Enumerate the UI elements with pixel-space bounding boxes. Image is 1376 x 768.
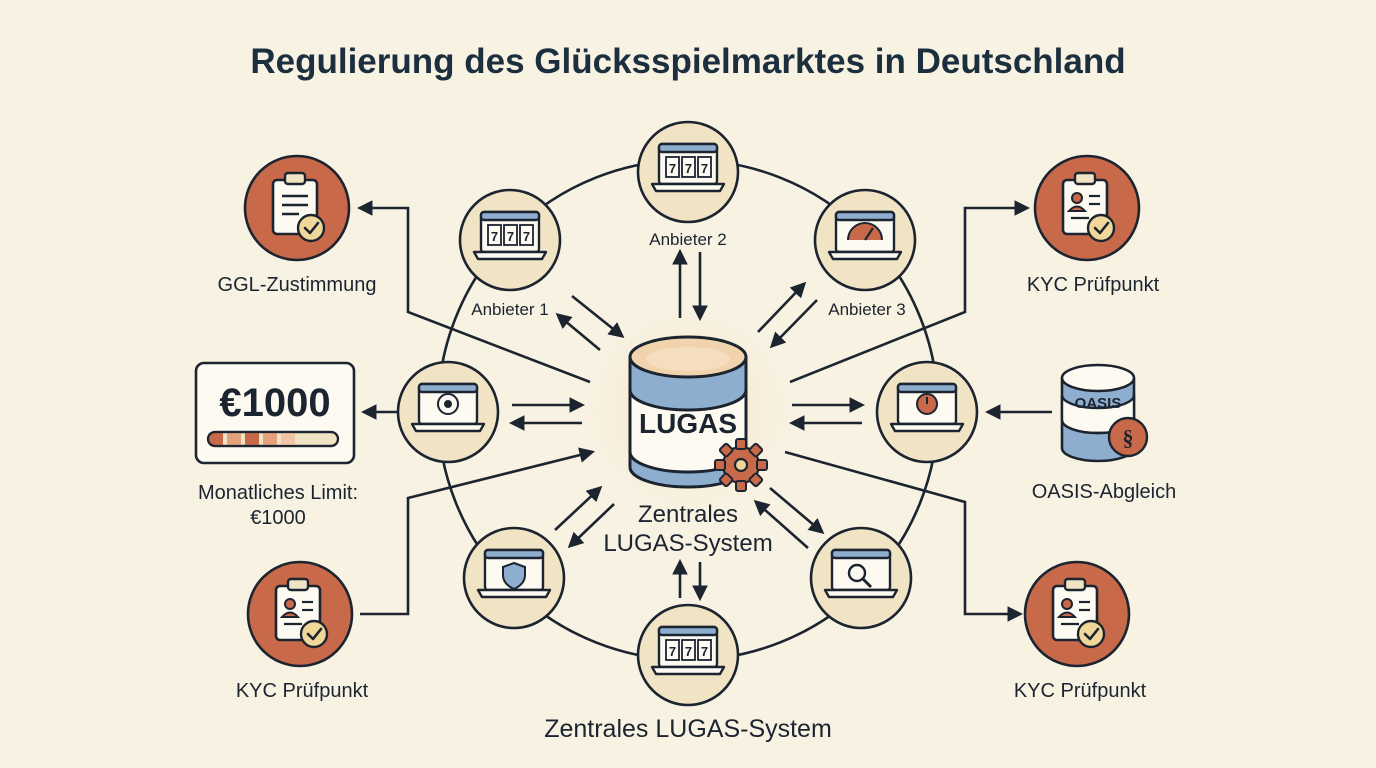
bottom-left-provider-node (462, 526, 566, 630)
right-provider-node (875, 360, 979, 464)
kyc-top-right-label: KYC Prüfpunkt (1027, 274, 1160, 296)
lugas-database-icon (628, 335, 748, 489)
arrow-br-in (753, 499, 809, 549)
provider-2-node (636, 120, 740, 224)
kyc-bottom-left-node (246, 560, 354, 668)
laptop-slot-icon (650, 142, 726, 193)
kyc-bottom-right-label: KYC Prüfpunkt (1014, 680, 1147, 702)
arrow-to-ggl (356, 200, 591, 384)
monthly-limit-caption-line1: Monatliches Limit: (198, 482, 358, 504)
kyc-top-right-node (1033, 154, 1141, 262)
center-caption-line1: Zentrales (638, 501, 738, 528)
arrow-kyc-bottom-left (360, 447, 596, 616)
kyc-bottom-right-node (1023, 560, 1131, 668)
monthly-limit-box (194, 361, 356, 465)
clipboard-user-icon (1051, 577, 1106, 649)
bottom-right-provider-node (809, 526, 913, 630)
oasis-label: OASIS-Abgleich (1032, 481, 1177, 503)
left-provider-node (396, 360, 500, 464)
monthly-limit-caption-line2: €1000 (250, 507, 306, 529)
diagram-title: Regulierung des Glücksspielmarktes in De… (250, 42, 1125, 81)
laptop-slot-icon (472, 210, 548, 261)
oasis-db-label: OASIS (1075, 395, 1122, 412)
arrow-to-kyc-top-right (789, 200, 1031, 384)
arrow-to-kyc-bottom-right (784, 450, 1024, 622)
gauge-icon (847, 222, 883, 241)
paragraph-icon: § (1107, 416, 1149, 458)
provider-2-label: Anbieter 2 (649, 230, 727, 249)
gear-icon (714, 438, 768, 492)
arrow-p1-out (555, 313, 601, 351)
arrow-p1-in (571, 294, 625, 338)
monthly-limit-amount: €1000 (219, 381, 330, 425)
kyc-bottom-left-label: KYC Prüfpunkt (236, 680, 369, 702)
provider-1-node (458, 188, 562, 292)
lugas-db-label: LUGAS (639, 408, 737, 439)
ggl-approval-label: GGL-Zustimmung (218, 274, 377, 296)
arrow-p3-in (769, 299, 818, 349)
timer-icon (916, 393, 938, 415)
shield-icon (502, 561, 526, 591)
provider-1-label: Anbieter 1 (471, 300, 549, 319)
ggl-approval-node (243, 154, 351, 262)
arrow-p3-out (757, 281, 807, 333)
bottom-provider-node (636, 603, 740, 707)
clipboard-user-icon (1061, 171, 1116, 243)
center-caption-line2: LUGAS-System (603, 530, 772, 557)
clipboard-check-icon (271, 171, 326, 243)
svg-text:§: § (1123, 425, 1134, 450)
ball-icon (437, 393, 459, 415)
bottom-caption: Zentrales LUGAS-System (544, 715, 832, 743)
arrow-br-out (769, 487, 825, 535)
clipboard-user-icon (274, 577, 329, 649)
provider-3-label: Anbieter 3 (828, 300, 906, 319)
arrow-bl-in (567, 503, 615, 549)
arrow-bl-out (554, 485, 603, 531)
laptop-slot-icon (650, 625, 726, 676)
provider-3-node (813, 188, 917, 292)
search-icon (847, 563, 873, 589)
